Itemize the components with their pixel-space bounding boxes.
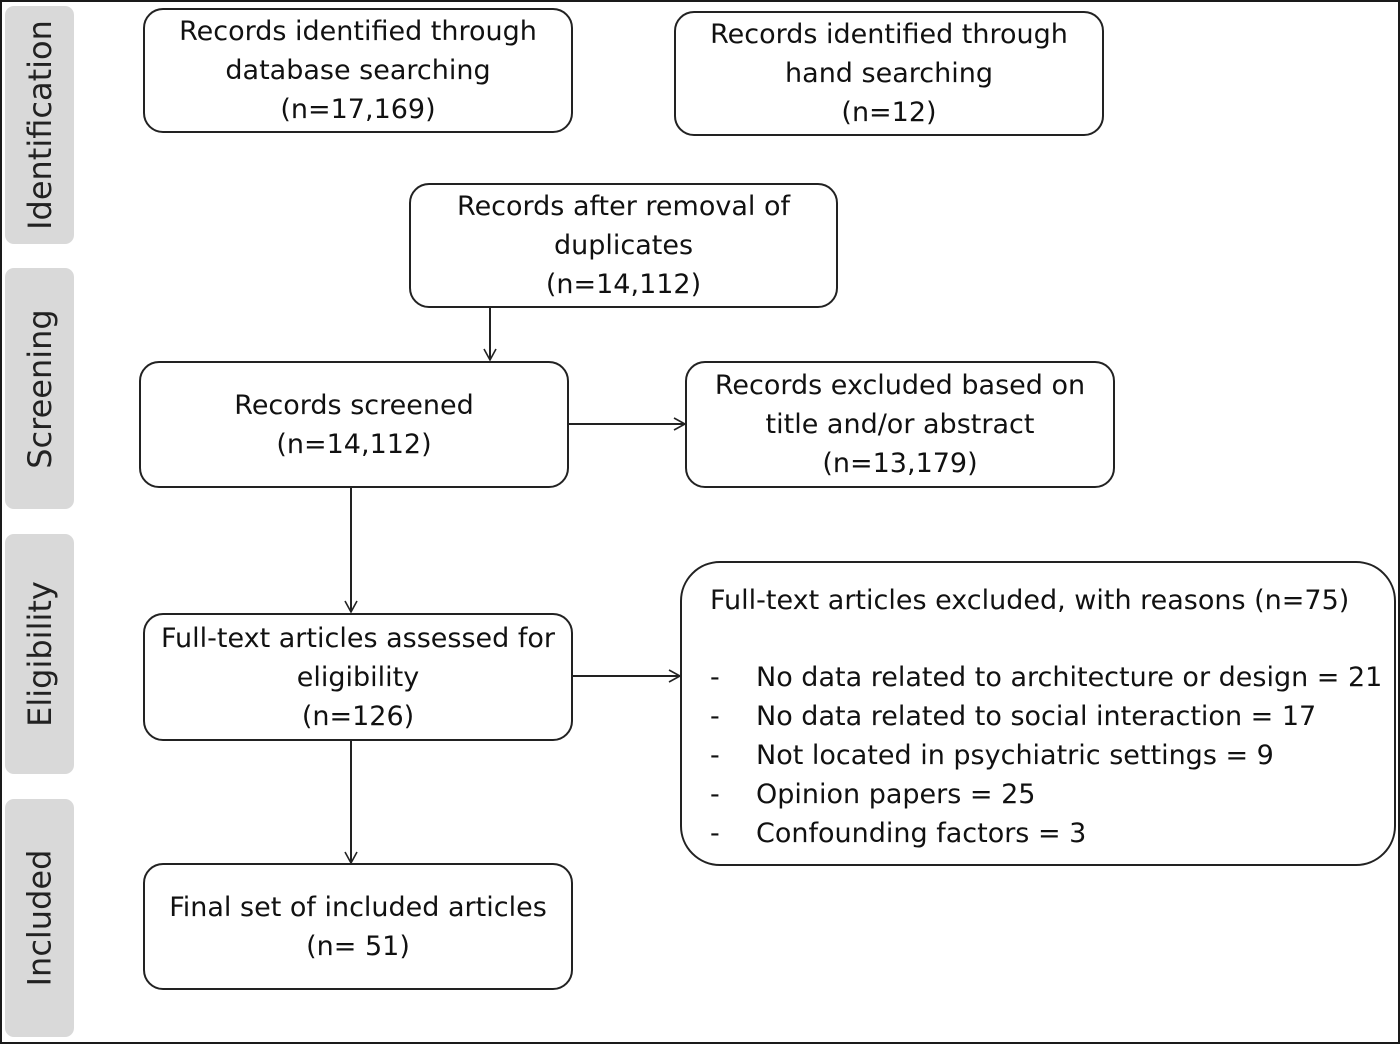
stage-screening: Screening xyxy=(5,268,74,509)
exclusion-reason: Not located in psychiatric settings = 9 xyxy=(710,736,1382,775)
box-included-final: Final set of included articles (n= 51) xyxy=(143,863,573,990)
hand-search-line2: hand searching xyxy=(785,58,993,89)
box-fulltext-excluded: Full-text articles excluded, with reason… xyxy=(680,561,1396,866)
excluded-title-count: (n=13,179) xyxy=(822,448,978,479)
database-search-count: (n=17,169) xyxy=(280,94,436,125)
stage-identification: Identification xyxy=(5,6,74,244)
included-final-count: (n= 51) xyxy=(306,930,410,962)
excluded-title-line1: Records excluded based on xyxy=(714,370,1086,401)
stage-eligibility: Eligibility xyxy=(5,534,74,774)
after-duplicates-line2: duplicates xyxy=(553,230,694,261)
excluded-title-line2: title and/or abstract xyxy=(765,409,1035,440)
exclusion-reason: No data related to architecture or desig… xyxy=(710,658,1382,697)
fulltext-excluded-title: Full-text articles excluded, with reason… xyxy=(710,585,1350,616)
after-duplicates-line1: Records after removal of xyxy=(457,191,790,222)
exclusion-reason: Confounding factors = 3 xyxy=(710,814,1382,853)
box-excluded-title-abstract: Records excluded based on title and/or a… xyxy=(685,361,1115,488)
database-search-line1: Records identified through xyxy=(179,16,537,47)
exclusion-reason: No data related to social interaction = … xyxy=(710,697,1382,736)
box-hand-search: Records identified through hand searchin… xyxy=(674,11,1104,136)
fulltext-assessed-count: (n=126) xyxy=(301,700,415,732)
hand-search-line1: Records identified through xyxy=(710,19,1068,50)
fulltext-assessed-line1: Full-text articles assessed for xyxy=(160,622,555,654)
box-records-screened: Records screened (n=14,112) xyxy=(139,361,569,488)
stage-included: Included xyxy=(5,799,74,1037)
hand-search-count: (n=12) xyxy=(841,97,937,128)
screened-line1: Records screened xyxy=(234,389,474,421)
box-database-search: Records identified through database sear… xyxy=(143,8,573,133)
screened-count: (n=14,112) xyxy=(276,428,432,460)
after-duplicates-count: (n=14,112) xyxy=(545,269,702,300)
box-fulltext-assessed: Full-text articles assessed for eligibil… xyxy=(143,613,573,741)
included-final-line1: Final set of included articles xyxy=(169,891,547,923)
exclusion-reason: Opinion papers = 25 xyxy=(710,775,1382,814)
box-after-duplicates: Records after removal of duplicates (n=1… xyxy=(409,183,838,308)
exclusion-reasons-list: No data related to architecture or desig… xyxy=(710,658,1382,853)
database-search-line2: database searching xyxy=(225,55,491,86)
fulltext-assessed-line2: eligibility xyxy=(296,661,420,693)
